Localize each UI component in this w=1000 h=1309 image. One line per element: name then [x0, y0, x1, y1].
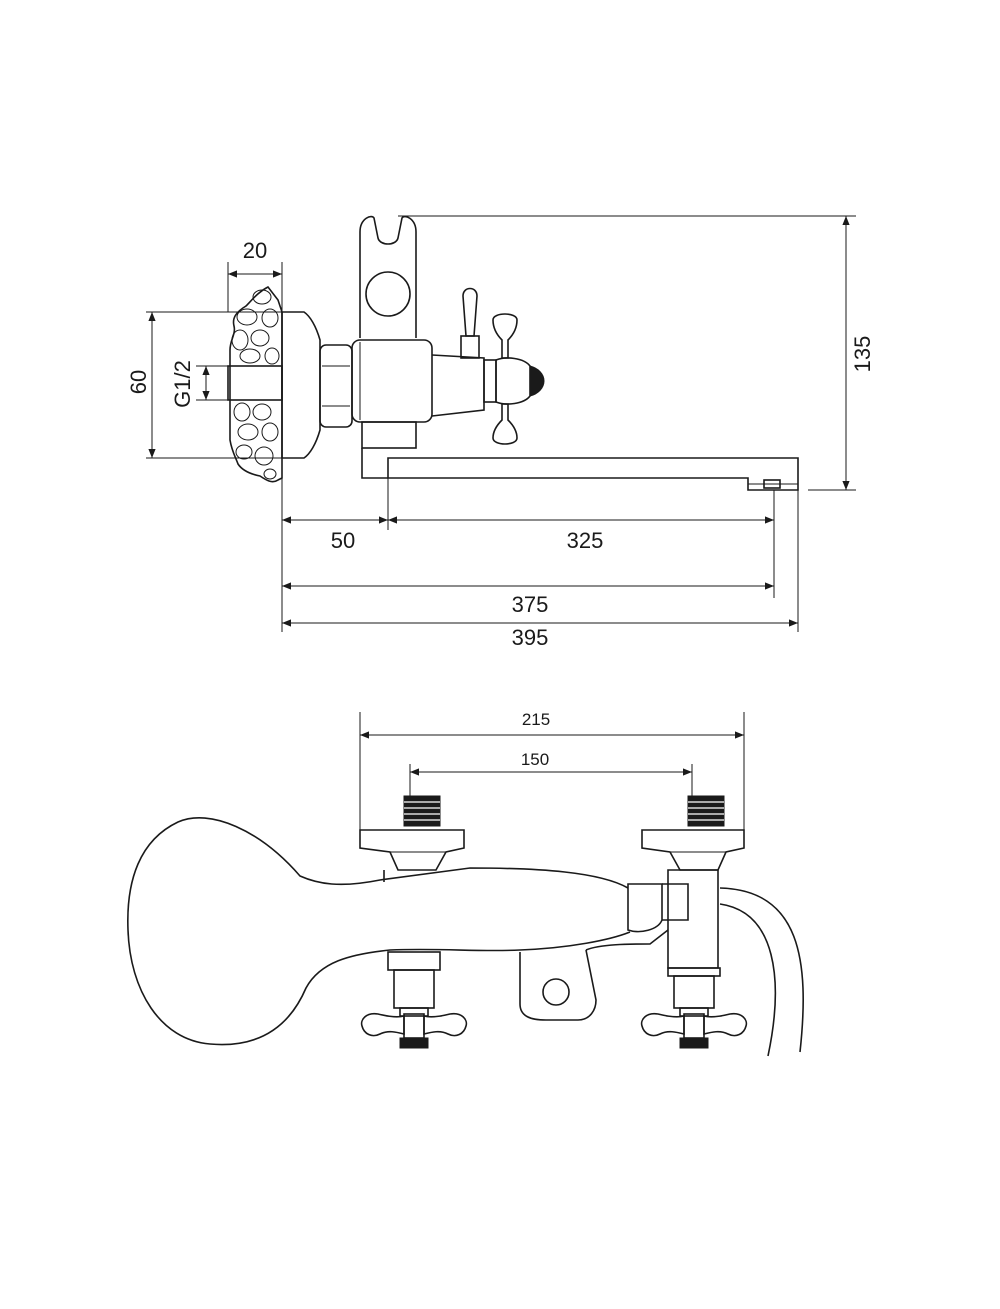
flange — [281, 311, 321, 459]
dim-label-325: 325 — [567, 528, 604, 553]
dim-label-375: 375 — [512, 592, 549, 617]
dim-label-60: 60 — [126, 370, 151, 394]
right-valve — [640, 967, 748, 1049]
spout — [387, 457, 799, 491]
dim-label-150: 150 — [521, 750, 549, 769]
top-view: 215 150 — [127, 710, 804, 1057]
dim-label-395: 395 — [512, 625, 549, 650]
dim-label-50: 50 — [331, 528, 355, 553]
hand-shower — [127, 817, 631, 1046]
dim-label-thread: G1/2 — [170, 360, 195, 408]
hex-nut — [319, 344, 353, 428]
dim-label-20: 20 — [243, 238, 267, 263]
dim-label-215: 215 — [522, 710, 550, 729]
cross-handle — [483, 313, 545, 445]
diverter-lever — [460, 287, 480, 359]
left-valve — [360, 951, 468, 1049]
left-eccentric — [359, 795, 465, 882]
mixer-body — [351, 339, 485, 479]
dim-label-135: 135 — [850, 336, 875, 373]
shower-holder — [359, 215, 417, 338]
wall-rosette — [227, 285, 283, 483]
top-mixer-body — [519, 869, 719, 1021]
side-view: 20 60 G1/2 135 50 325 375 395 — [126, 215, 875, 650]
shower-hose — [719, 887, 804, 1053]
right-eccentric — [641, 795, 745, 871]
